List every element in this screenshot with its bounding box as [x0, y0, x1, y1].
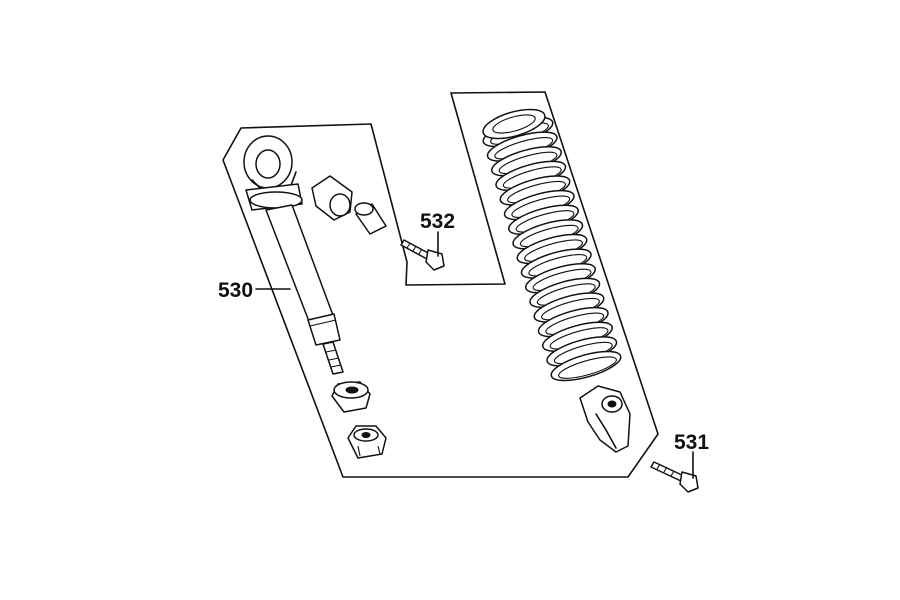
- lower-clevis: [579, 385, 631, 453]
- spring-coil: [550, 350, 622, 382]
- spring-coil-inner: [558, 356, 617, 379]
- upper-bolt-532: [400, 239, 445, 271]
- coil-spring: [482, 108, 622, 382]
- leader-lines: [255, 231, 694, 479]
- assembly-group-outline: [222, 91, 659, 478]
- callout-530: 530: [218, 279, 253, 302]
- spring-top-opening: [492, 114, 536, 134]
- upper-bushing: [311, 175, 353, 221]
- lock-nut: [347, 425, 387, 459]
- collar-sleeve: [354, 202, 387, 235]
- lower-bolt-531: [650, 461, 699, 493]
- shock-absorber-530: [243, 135, 344, 375]
- spring-top-coil: [482, 108, 546, 140]
- callout-531: 531: [674, 431, 709, 454]
- callout-532: 532: [420, 210, 455, 233]
- rubber-mount: [331, 381, 371, 413]
